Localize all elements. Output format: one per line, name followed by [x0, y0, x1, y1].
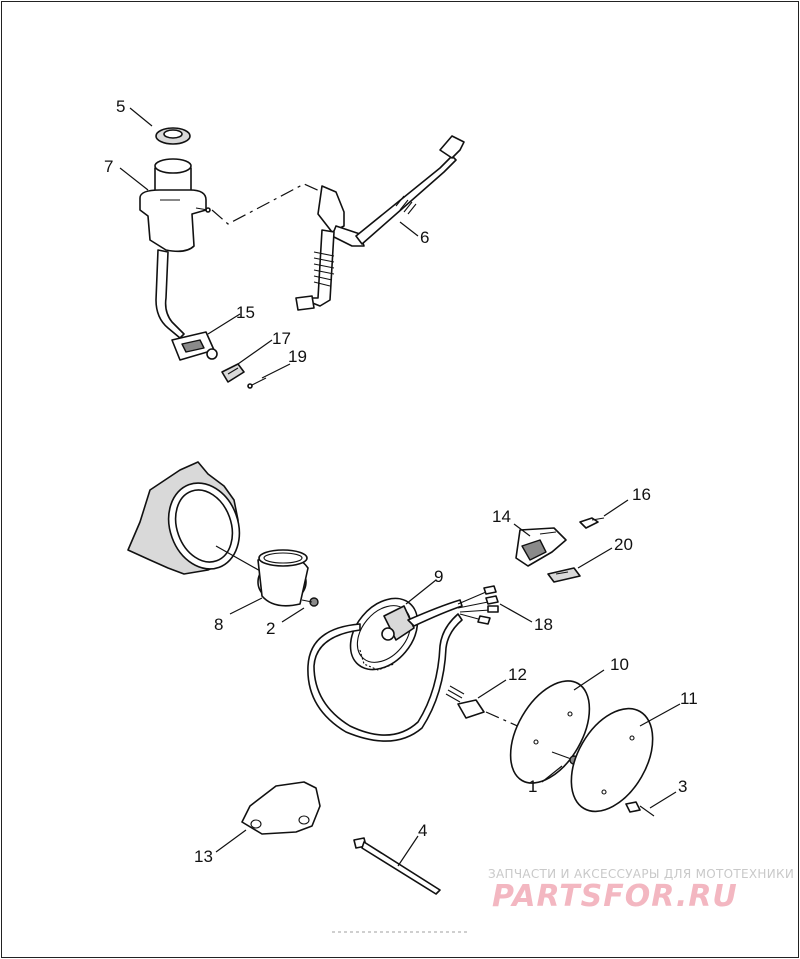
callout-13: 13 — [194, 847, 213, 866]
callout-16: 16 — [632, 485, 651, 504]
callout-17: 17 — [272, 329, 291, 348]
callout-19: 19 — [288, 347, 307, 366]
engine-cover-cutaway — [127, 461, 241, 575]
part-4-cable-tie — [353, 837, 441, 895]
callout-6: 6 — [420, 228, 429, 247]
callout-11: 11 — [680, 689, 698, 708]
part-19-pin — [247, 377, 267, 389]
part-16-terminal — [579, 517, 605, 529]
part-2-screw — [301, 597, 319, 607]
part-18-terminals — [457, 585, 499, 625]
callout-1: 1 — [528, 777, 537, 796]
part-9-sensor-plate — [307, 597, 463, 742]
watermark-tagline: ЗАПЧАСТИ И АКСЕССУАРЫ ДЛЯ МОТОТЕХНИКИ — [488, 867, 794, 881]
part-6-linkage — [295, 135, 465, 311]
callout-5: 5 — [116, 97, 125, 116]
callout-leaders — [119, 107, 681, 867]
part-5-cap — [155, 127, 191, 145]
part-3-rivet — [625, 801, 655, 817]
callout-15: 15 — [236, 303, 255, 322]
standoff-guide-line — [485, 711, 541, 737]
callout-20: 20 — [614, 535, 633, 554]
callout-12: 12 — [508, 665, 527, 684]
part-7-housing — [139, 158, 211, 339]
callout-18: 18 — [534, 615, 553, 634]
part-13-gasket — [241, 781, 321, 835]
callout-9: 9 — [434, 567, 443, 586]
callout-10: 10 — [610, 655, 629, 674]
linkage-guide-line — [211, 183, 323, 225]
part-14-connector — [515, 527, 567, 567]
watermark-brand: PARTSFOR.RU — [492, 879, 738, 914]
callout-7: 7 — [104, 157, 113, 176]
cover-guide-line — [215, 545, 263, 573]
part-17-clip — [221, 363, 245, 383]
part-8-ring — [257, 549, 309, 607]
part-15-connector — [171, 331, 218, 361]
part-10-plate — [509, 680, 591, 784]
callout-14: 14 — [492, 507, 511, 526]
part-20-seal — [547, 567, 581, 583]
part-11-cover — [570, 707, 654, 813]
callout-3: 3 — [678, 777, 687, 796]
callout-4: 4 — [418, 821, 427, 840]
callout-2: 2 — [266, 619, 275, 638]
callout-8: 8 — [214, 615, 223, 634]
watermark: ЗАПЧАСТИ И АКСЕССУАРЫ ДЛЯ МОТОТЕХНИКИ PA… — [488, 867, 794, 914]
callout-labels: 5 7 6 15 17 19 8 2 9 18 14 16 20 12 10 1… — [104, 97, 698, 866]
part-12-standoff — [445, 685, 485, 719]
